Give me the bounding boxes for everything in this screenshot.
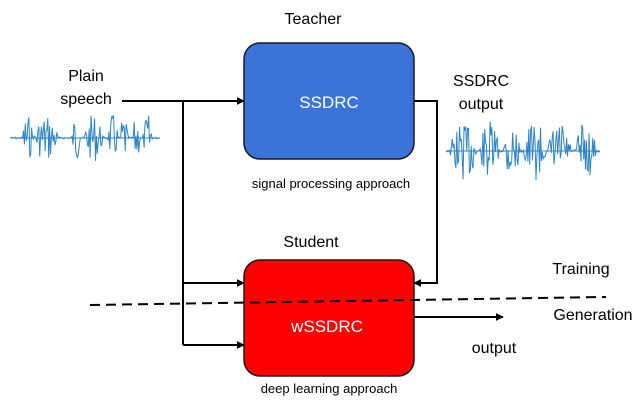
training-label: Training	[552, 261, 609, 278]
ssdrc-output-waveform	[445, 121, 601, 180]
generation-label: Generation	[553, 307, 632, 324]
student-output-label: output	[472, 340, 517, 357]
teacher-box-label: SSDRC	[299, 93, 359, 112]
student-header: Student	[283, 234, 339, 251]
teacher-header: Teacher	[285, 11, 343, 28]
input-label-line2: speech	[60, 91, 112, 108]
student-caption: deep learning approach	[261, 381, 398, 396]
teacher-to-student-arrow	[413, 100, 438, 287]
training-generation-divider	[89, 296, 607, 306]
teacher-caption: signal processing approach	[252, 176, 410, 191]
input-label-line1: Plain	[68, 68, 104, 85]
ssdrc-output-label-line2: output	[459, 96, 504, 113]
student-box-label: wSSDRC	[290, 317, 363, 336]
plain-speech-waveform	[9, 115, 160, 161]
ssdrc-output-label-line1: SSDRC	[453, 73, 509, 90]
